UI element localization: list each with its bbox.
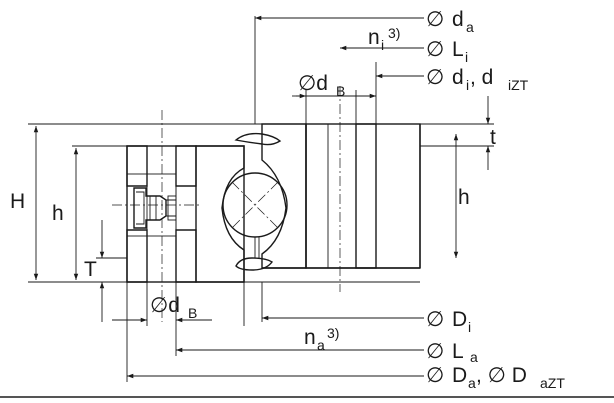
label-H: H (10, 190, 25, 213)
label-d-B-top: ∅d B (298, 72, 345, 99)
svg-text:∅: ∅ (426, 364, 444, 387)
label-L-a: ∅ L a (426, 340, 478, 365)
seal-bottom (235, 257, 274, 271)
rolling-ball (222, 172, 288, 258)
label-D-a-D-aZT: ∅ D a , ∅ D aZT (426, 364, 565, 391)
t-dimension (420, 96, 494, 170)
svg-text:d: d (452, 8, 464, 31)
label-n-i: n i 3) (368, 25, 400, 53)
height-dimensions-left (33, 126, 127, 280)
label-T: T (84, 258, 97, 281)
label-d-B-bottom: ∅d B (150, 294, 197, 321)
svg-text:i: i (465, 49, 468, 65)
svg-text:D: D (452, 364, 467, 387)
svg-text:i: i (466, 77, 469, 93)
label-h-left: h (52, 202, 64, 225)
label-d-a: ∅ d a (426, 8, 474, 35)
svg-text:i: i (468, 319, 471, 335)
svg-text:D: D (452, 308, 467, 331)
svg-text:a: a (470, 349, 478, 365)
svg-text:∅: ∅ (426, 66, 444, 89)
outer-ring-section (126, 145, 245, 283)
label-n-a: n a 3) (304, 325, 339, 353)
svg-text:i: i (381, 37, 384, 53)
svg-text:aZT: aZT (540, 375, 565, 391)
svg-text:, d: , d (470, 66, 493, 89)
dimension-lines-top (254, 15, 424, 124)
svg-text:L: L (452, 340, 464, 363)
svg-text:a: a (317, 337, 325, 353)
svg-text:∅: ∅ (426, 340, 444, 363)
dimension-lines-bottom (112, 282, 424, 382)
svg-text:B: B (188, 305, 197, 321)
label-d-i-d-iZT: ∅ d i , d iZT (426, 66, 529, 93)
svg-text:3): 3) (327, 325, 339, 341)
label-D-i: ∅ D i (426, 308, 471, 335)
svg-text:n: n (368, 26, 380, 49)
label-L-i: ∅ L i (426, 38, 468, 65)
svg-text:3): 3) (388, 25, 400, 41)
svg-text:, ∅ D: , ∅ D (476, 364, 527, 387)
svg-text:∅: ∅ (426, 308, 444, 331)
svg-text:B: B (336, 83, 345, 99)
label-h-right: h (458, 186, 470, 209)
label-t: t (490, 126, 496, 149)
svg-text:L: L (452, 38, 464, 61)
seal-top (234, 132, 282, 146)
svg-text:a: a (466, 19, 474, 35)
svg-text:∅d: ∅d (150, 294, 180, 317)
svg-text:∅d: ∅d (298, 72, 328, 95)
svg-text:a: a (468, 375, 476, 391)
svg-text:∅: ∅ (426, 8, 444, 31)
svg-text:iZT: iZT (508, 77, 529, 93)
svg-text:∅: ∅ (426, 38, 444, 61)
svg-text:n: n (304, 326, 316, 349)
T-dimension (96, 220, 127, 322)
svg-text:d: d (452, 66, 464, 89)
